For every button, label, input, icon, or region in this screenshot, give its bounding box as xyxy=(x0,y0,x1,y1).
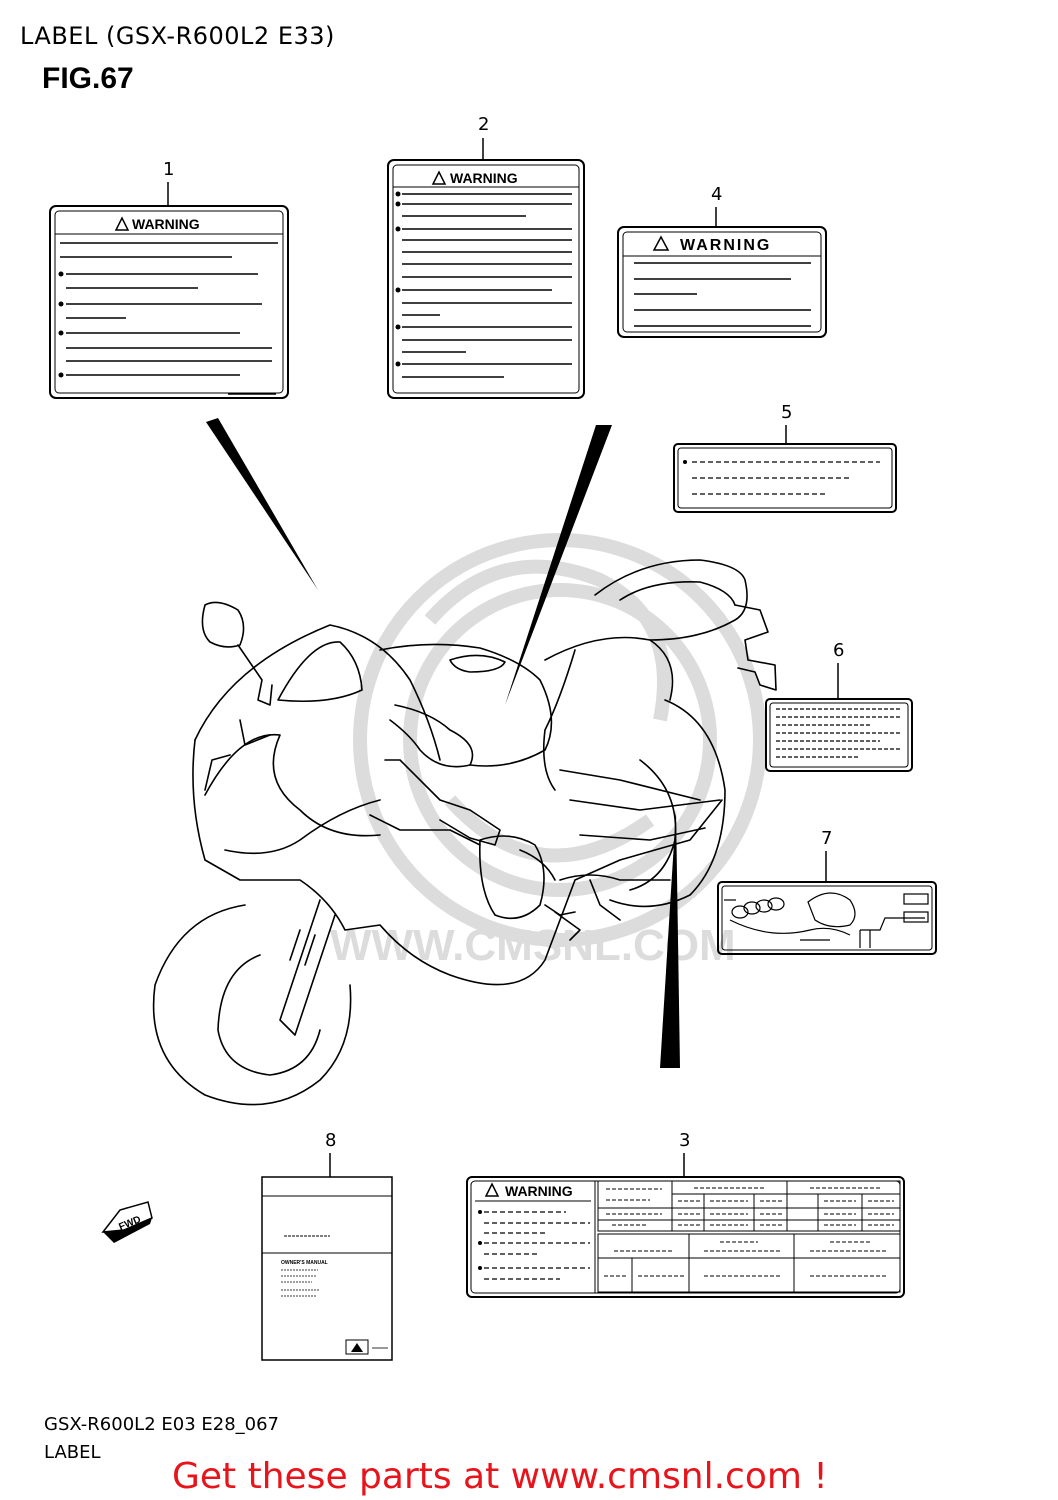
label-3-warning-text: WARNING xyxy=(505,1183,573,1199)
label-4: WARNING xyxy=(617,226,827,338)
manual-logo-icon xyxy=(351,1343,363,1352)
page-title: LABEL (GSX-R600L2 E33) xyxy=(20,22,335,50)
figure-number: FIG.67 xyxy=(42,62,134,95)
label-1: WARNING xyxy=(49,205,289,399)
callout-8: 8 xyxy=(325,1130,336,1151)
callout-6: 6 xyxy=(833,640,844,661)
callout-3: 3 xyxy=(679,1130,690,1151)
diagram-code: GSX-R600L2 E03 E28_067 xyxy=(44,1414,280,1435)
callout-7: 7 xyxy=(821,828,832,849)
label-7 xyxy=(717,881,937,955)
motorcycle-outline xyxy=(152,559,777,1106)
fwd-arrow-icon: FWD xyxy=(101,1201,153,1243)
warning-triangle-icon xyxy=(114,216,130,231)
label-1-warning-text: WARNING xyxy=(132,216,200,232)
warning-triangle-icon xyxy=(484,1182,500,1197)
callout-5: 5 xyxy=(781,402,792,423)
label-3: WARNING xyxy=(466,1176,905,1298)
label-8: OWNER'S MANUAL xyxy=(261,1176,393,1361)
get-parts-link[interactable]: Get these parts at www.cmsnl.com ! xyxy=(172,1456,828,1497)
owners-manual-text: OWNER'S MANUAL xyxy=(281,1260,328,1266)
diagram-name: LABEL xyxy=(44,1442,101,1463)
pointer-spikes xyxy=(206,418,680,1068)
label-6 xyxy=(765,698,913,772)
label-5 xyxy=(673,443,897,513)
label-2-warning-text: WARNING xyxy=(450,170,518,186)
label-4-warning-text: WARNING xyxy=(680,237,771,254)
callout-2: 2 xyxy=(478,114,489,135)
callout-4: 4 xyxy=(711,184,722,205)
callout-1: 1 xyxy=(163,159,174,180)
warning-triangle-icon xyxy=(652,235,670,251)
warning-triangle-icon xyxy=(431,170,447,185)
label-2: WARNING xyxy=(387,159,585,399)
